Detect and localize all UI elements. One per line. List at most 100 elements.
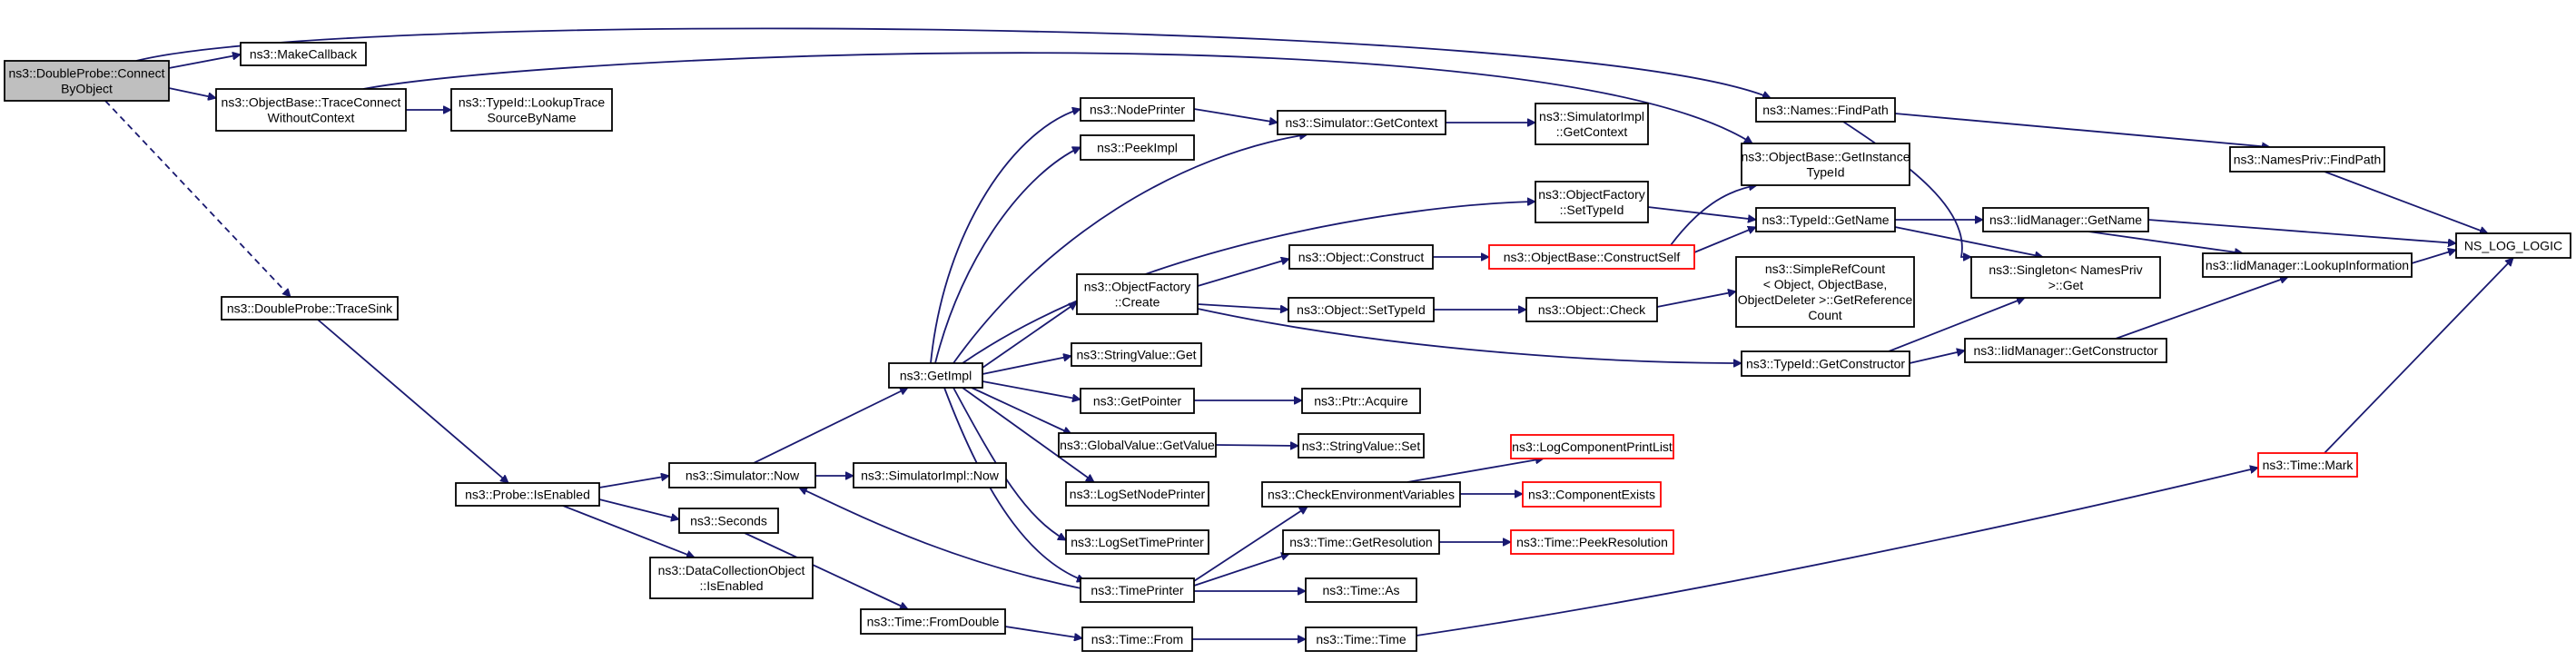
node-checkenv[interactable]: ns3::CheckEnvironmentVariables	[1261, 481, 1461, 508]
node-makecallback[interactable]: ns3::MakeCallback	[240, 42, 367, 66]
node-nslog[interactable]: NS_LOG_LOGIC	[2455, 232, 2571, 259]
node-box	[1488, 244, 1695, 270]
node-simimplnow[interactable]: ns3::SimulatorImpl::Now	[853, 462, 1007, 488]
node-constructself[interactable]: ns3::ObjectBase::ConstructSelf	[1488, 244, 1695, 270]
node-simplerefcount[interactable]: ns3::SimpleRefCount< Object, ObjectBase,…	[1735, 256, 1915, 328]
node-label: ns3::ObjectBase::GetInstance	[1742, 150, 1910, 164]
node-box	[668, 462, 816, 488]
node-box	[1982, 207, 2149, 232]
edge-getimpl-to-peekimpl	[934, 146, 1081, 364]
node-typeidgetname[interactable]: ns3::TypeId::GetName	[1755, 207, 1896, 232]
node-getres[interactable]: ns3::Time::GetResolution	[1282, 529, 1440, 555]
node-timemark[interactable]: ns3::Time::Mark	[2257, 452, 2358, 478]
node-label: ns3::ObjectBase::ConstructSelf	[1504, 250, 1681, 264]
edge-connect-to-findpath	[135, 27, 1771, 98]
node-label: ns3::IidManager::LookupInformation	[2206, 258, 2409, 272]
node-label: SourceByName	[487, 111, 576, 125]
edge-nodeprinter-to-getcontext	[1193, 108, 1278, 123]
node-timeas[interactable]: ns3::Time::As	[1305, 577, 1417, 603]
edge-getimpl-to-getcontext	[952, 134, 1308, 364]
edge-timetime-to-timemark	[1416, 468, 2258, 636]
node-nodeprinter[interactable]: ns3::NodePrinter	[1080, 97, 1195, 122]
edge-ofcreate-to-objsettypeid	[1197, 303, 1288, 310]
node-label: ObjectDeleter >::GetReference	[1738, 292, 1913, 307]
node-ofcreate[interactable]: ns3::ObjectFactory::Create	[1076, 273, 1199, 315]
node-label: ns3::TimePrinter	[1091, 583, 1184, 597]
node-ofsettypeid[interactable]: ns3::ObjectFactory::SetTypeId	[1535, 181, 1649, 223]
node-label: ns3::SimulatorImpl::Now	[861, 469, 1000, 483]
node-tracesink[interactable]: ns3::DoubleProbe::TraceSink	[221, 296, 399, 321]
node-seconds[interactable]: ns3::Seconds	[678, 508, 779, 534]
node-strget[interactable]: ns3::StringValue::Get	[1071, 342, 1202, 367]
node-namesprivfind[interactable]: ns3::NamesPriv::FindPath	[2229, 146, 2385, 173]
node-ptracquire[interactable]: ns3::Ptr::Acquire	[1301, 388, 1421, 414]
node-fromdouble[interactable]: ns3::Time::FromDouble	[860, 608, 1006, 635]
node-box	[2202, 252, 2413, 278]
node-singleton[interactable]: ns3::Singleton< NamesPriv>::Get	[1970, 256, 2161, 299]
node-box	[1081, 626, 1193, 652]
edge-typeidgetctor-to-singleton	[1888, 298, 2025, 352]
edge-timemark-to-nslog	[2324, 258, 2513, 454]
node-traceconnect[interactable]: ns3::ObjectBase::TraceConnectWithoutCont…	[215, 88, 407, 132]
edge-getimpl-to-gvgetvalue	[971, 387, 1071, 435]
node-box	[1741, 350, 1910, 377]
node-isenabled[interactable]: ns3::Probe::IsEnabled	[455, 482, 600, 507]
node-box	[1755, 207, 1896, 232]
node-label: ns3::GetPointer	[1093, 394, 1182, 409]
node-strset[interactable]: ns3::StringValue::Set	[1298, 433, 1425, 459]
node-dcoenabled[interactable]: ns3::DataCollectionObject::IsEnabled	[649, 557, 814, 599]
node-objconstruct[interactable]: ns3::Object::Construct	[1288, 244, 1434, 270]
node-label: ns3::Ptr::Acquire	[1314, 394, 1408, 409]
edge-connect-to-tracesink	[104, 100, 291, 297]
node-objcheck[interactable]: ns3::Object::Check	[1525, 297, 1658, 322]
node-label: ns3::MakeCallback	[250, 47, 358, 62]
node-timefrom[interactable]: ns3::Time::From	[1081, 626, 1193, 652]
node-box	[1277, 110, 1446, 135]
node-label: NS_LOG_LOGIC	[2464, 239, 2562, 253]
node-label: ns3::NodePrinter	[1090, 103, 1185, 117]
node-box	[1298, 433, 1425, 459]
node-gvgetvalue[interactable]: ns3::GlobalValue::GetValue	[1058, 432, 1217, 458]
node-getimpl[interactable]: ns3::GetImpl	[888, 362, 983, 389]
node-objsettypeid[interactable]: ns3::Object::SetTypeId	[1288, 297, 1435, 322]
node-iidlookup[interactable]: ns3::IidManager::LookupInformation	[2202, 252, 2413, 278]
node-box	[1510, 529, 1674, 555]
node-label: ns3::Object::Check	[1538, 302, 1646, 317]
node-logcompprint[interactable]: ns3::LogComponentPrintList	[1510, 434, 1674, 459]
node-label: ns3::Time::GetResolution	[1289, 535, 1432, 549]
node-label: ns3::GetImpl	[900, 369, 972, 383]
node-simnow[interactable]: ns3::Simulator::Now	[668, 462, 816, 488]
node-peekres[interactable]: ns3::Time::PeekResolution	[1510, 529, 1674, 555]
node-findpath[interactable]: ns3::Names::FindPath	[1755, 97, 1896, 123]
node-timetime[interactable]: ns3::Time::Time	[1305, 626, 1417, 652]
node-simimplgetctx[interactable]: ns3::SimulatorImpl::GetContext	[1535, 103, 1649, 145]
node-box	[678, 508, 779, 534]
node-label: ns3::ComponentExists	[1528, 488, 1655, 502]
node-label: WithoutContext	[268, 111, 355, 125]
node-compexists[interactable]: ns3::ComponentExists	[1522, 481, 1662, 508]
node-logsettime[interactable]: ns3::LogSetTimePrinter	[1065, 529, 1209, 555]
node-label: ::IsEnabled	[699, 578, 763, 593]
node-label: ns3::LogComponentPrintList	[1512, 439, 1673, 454]
edge-isenabled-to-dcoenabled	[562, 505, 695, 557]
node-label: ns3::Time::FromDouble	[867, 615, 1000, 629]
node-typeidgetctor[interactable]: ns3::TypeId::GetConstructor	[1741, 350, 1910, 377]
node-getpointer[interactable]: ns3::GetPointer	[1080, 388, 1195, 414]
node-box	[1305, 626, 1417, 652]
node-box	[1071, 342, 1202, 367]
edge-timeprinter-to-checkenv	[1193, 506, 1308, 582]
node-label: ::SetTypeId	[1560, 202, 1624, 217]
node-iidgetctor[interactable]: ns3::IidManager::GetConstructor	[1964, 338, 2167, 363]
node-logsetnode[interactable]: ns3::LogSetNodePrinter	[1065, 481, 1209, 507]
node-getcontext[interactable]: ns3::Simulator::GetContext	[1277, 110, 1446, 135]
node-box	[450, 88, 613, 132]
node-timeprinter[interactable]: ns3::TimePrinter	[1080, 577, 1195, 603]
node-label: ns3::StringValue::Get	[1076, 348, 1196, 362]
node-peekimpl[interactable]: ns3::PeekImpl	[1080, 134, 1195, 161]
node-label: ByObject	[61, 82, 113, 96]
node-iidgetname[interactable]: ns3::IidManager::GetName	[1982, 207, 2149, 232]
node-box	[1510, 434, 1674, 459]
